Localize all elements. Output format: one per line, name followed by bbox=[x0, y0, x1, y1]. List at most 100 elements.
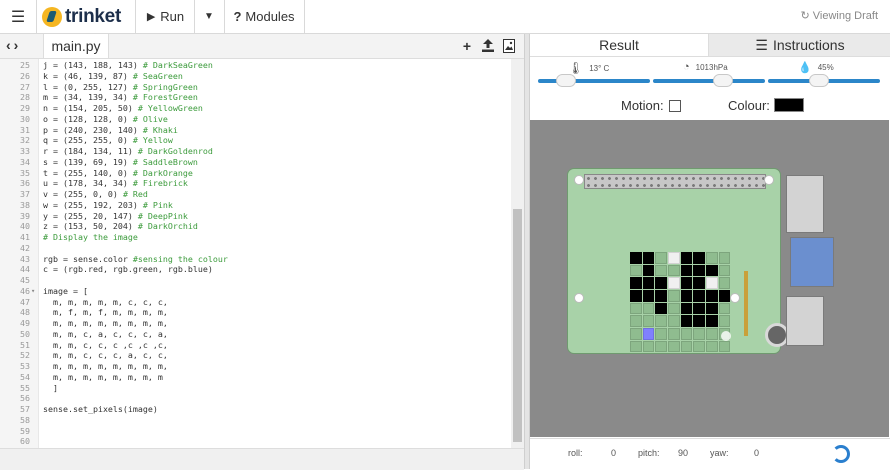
trinket-logo-icon bbox=[42, 6, 62, 27]
editor-horizontal-scrollbar[interactable] bbox=[0, 448, 524, 470]
line-number: 47 bbox=[20, 296, 30, 307]
line-number: 57 bbox=[20, 404, 30, 414]
led-pixel bbox=[642, 290, 655, 302]
run-options-dropdown[interactable]: ▼ bbox=[194, 0, 225, 33]
colour-picker[interactable] bbox=[774, 98, 804, 112]
led-pixel bbox=[668, 252, 680, 264]
line-text: m, m, c, c, c ,c ,c ,c, bbox=[43, 340, 168, 351]
led-pixel bbox=[693, 290, 705, 302]
code-text: m, m, c, c, c ,c ,c ,c, bbox=[43, 339, 168, 350]
image-icon[interactable] bbox=[502, 38, 516, 53]
led-pixel bbox=[668, 315, 680, 327]
mount-hole bbox=[574, 175, 584, 185]
pitch-label: pitch: bbox=[638, 448, 660, 458]
chevron-left-icon[interactable]: ‹ bbox=[6, 37, 14, 53]
trinket-logo[interactable]: trinket bbox=[36, 0, 136, 33]
code-text: sense.set_pixels(image) bbox=[43, 404, 158, 414]
line-number: 37 bbox=[20, 189, 30, 199]
line-number: 55 bbox=[20, 382, 30, 393]
led-pixel bbox=[668, 340, 680, 353]
motion-checkbox[interactable] bbox=[669, 100, 681, 112]
run-button[interactable]: ▶ Run bbox=[137, 0, 195, 33]
editor-vertical-scrollbar[interactable] bbox=[511, 59, 524, 448]
file-nav-arrows[interactable]: ‹› bbox=[6, 37, 21, 53]
editor-scroll-thumb[interactable] bbox=[513, 209, 522, 442]
code-comment: # DarkOrchid bbox=[137, 221, 198, 232]
pane-divider[interactable] bbox=[524, 34, 530, 469]
line-text: m, m, m, m, m, m, m, m bbox=[43, 372, 163, 383]
line-number: 39 bbox=[20, 210, 30, 221]
led-pixel bbox=[706, 290, 718, 302]
line-text: p = (240, 230, 140) # Khaki bbox=[43, 125, 178, 136]
upload-icon[interactable] bbox=[481, 38, 495, 53]
code-text: m = (34, 139, 34) bbox=[43, 92, 133, 103]
line-text: c = (rgb.red, rgb.green, rgb.blue) bbox=[43, 264, 213, 275]
reset-orientation-icon[interactable] bbox=[832, 445, 850, 463]
led-pixel bbox=[706, 264, 718, 277]
line-text: z = (153, 50, 204) # DarkOrchid bbox=[43, 221, 198, 232]
led-pixel bbox=[630, 277, 642, 289]
code-text: q = (255, 255, 0) bbox=[43, 135, 133, 146]
line-number: 53 bbox=[20, 361, 30, 371]
humidity-slider[interactable]: 💧 45% bbox=[768, 57, 880, 92]
fold-toggle-icon[interactable]: ▾ bbox=[31, 286, 36, 295]
temperature-thumb[interactable] bbox=[556, 74, 577, 87]
code-text: l = (0, 255, 127) bbox=[43, 81, 133, 92]
temperature-slider[interactable]: 🌡 13° C bbox=[538, 57, 650, 92]
menu-button[interactable]: ☰ bbox=[0, 0, 37, 33]
tab-result[interactable]: Result bbox=[530, 34, 708, 56]
led-pixel bbox=[655, 328, 667, 340]
code-text: s = (139, 69, 19) bbox=[43, 156, 133, 167]
led-pixel bbox=[668, 277, 680, 289]
usb3-port bbox=[790, 237, 834, 287]
temperature-track[interactable] bbox=[538, 79, 650, 83]
led-pixel bbox=[706, 328, 718, 340]
line-text: n = (154, 205, 50) # YellowGreen bbox=[43, 103, 203, 114]
code-text: u = (178, 34, 34) bbox=[43, 178, 133, 189]
code-text: m, f, m, f, m, m, m, m, bbox=[43, 307, 168, 318]
code-comment: # Khaki bbox=[142, 124, 178, 135]
line-text: m, m, m, m, m, c, c, c, bbox=[43, 297, 168, 308]
led-pixel bbox=[718, 290, 731, 302]
droplet-icon: 💧 bbox=[798, 62, 812, 74]
tab-instructions[interactable]: ☰ Instructions bbox=[708, 34, 890, 56]
pressure-thumb[interactable] bbox=[712, 74, 733, 87]
orientation-readout: roll: 0 pitch: 90 yaw: 0 bbox=[530, 438, 890, 470]
modules-button[interactable]: ? Modules bbox=[224, 0, 305, 33]
humidity-thumb[interactable] bbox=[809, 74, 830, 87]
chevron-right-icon[interactable]: › bbox=[13, 37, 22, 53]
led-pixel bbox=[693, 252, 705, 264]
led-pixel bbox=[680, 340, 693, 353]
line-number: 50 bbox=[20, 328, 30, 339]
led-pixel bbox=[642, 328, 655, 340]
mount-hole bbox=[730, 293, 740, 303]
line-text: image = [ bbox=[43, 286, 88, 297]
viewing-draft-link[interactable]: ↻ Viewing Draft bbox=[801, 9, 879, 22]
led-pixel bbox=[630, 252, 642, 264]
menu-icon: ☰ bbox=[10, 8, 26, 26]
code-text: c = (rgb.red, rgb.green, rgb.blue) bbox=[43, 264, 213, 275]
list-icon: ☰ bbox=[755, 36, 768, 53]
code-text: ] bbox=[43, 382, 58, 393]
code-comment: # Red bbox=[122, 189, 148, 199]
logo-text: trinket bbox=[65, 5, 121, 27]
code-text: m, m, m, m, m, m, m, m, bbox=[43, 318, 168, 328]
pressure-track[interactable] bbox=[653, 79, 765, 83]
line-text: rgb = sense.color #sensing the colour bbox=[43, 254, 228, 265]
file-tab-main[interactable]: main.py bbox=[43, 34, 109, 58]
humidity-value: 45% bbox=[817, 63, 834, 72]
motion-label: Motion: bbox=[621, 98, 664, 113]
pressure-slider[interactable]: ◔ 1013hPa bbox=[653, 57, 765, 92]
line-number: 36 bbox=[20, 178, 30, 189]
code-comment: # Firebrick bbox=[132, 178, 188, 189]
line-text: u = (178, 34, 34) # Firebrick bbox=[43, 178, 188, 189]
code-text: m, m, c, c, c, a, c, c, bbox=[43, 350, 168, 361]
led-pixel bbox=[718, 277, 731, 289]
refresh-icon: ↻ bbox=[800, 10, 810, 22]
sensor-sliders: 🌡 13° C ◔ 1013hPa 💧 45% bbox=[530, 57, 890, 92]
line-number: 45 bbox=[20, 275, 30, 285]
code-text: v = (255, 0, 0) bbox=[43, 189, 123, 199]
code-text: m, m, m, m, m, c, c, c, bbox=[43, 296, 168, 307]
plus-icon[interactable]: + bbox=[462, 37, 472, 54]
